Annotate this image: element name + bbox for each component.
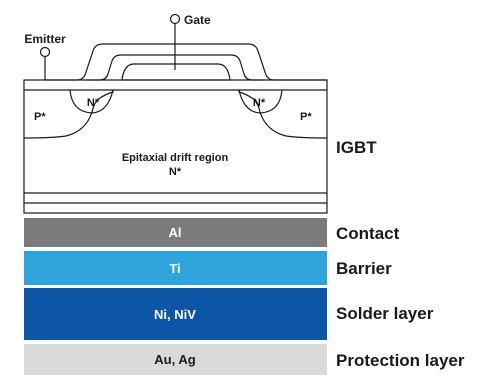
igbt-label: IGBT: [336, 138, 377, 157]
gate-oxide-outline: [86, 54, 265, 81]
metallization-stack: Al Contact Ti Barrier Ni, NiV Solder lay…: [24, 218, 465, 375]
layer-protection: Au, Ag Protection layer: [24, 344, 465, 375]
layer-barrier-role: Barrier: [336, 259, 392, 278]
layer-solder-role: Solder layer: [336, 304, 434, 323]
emitter-label: Emitter: [24, 32, 66, 46]
layer-protection-role: Protection layer: [336, 351, 465, 370]
layer-solder-material: Ni, NiV: [154, 307, 196, 322]
drift-doping-label: N*: [169, 166, 182, 178]
layer-contact-bar: [24, 218, 327, 247]
igbt-cross-section: [23, 13, 328, 214]
p-left-label: P*: [34, 111, 46, 123]
gate-electrode: [121, 63, 231, 81]
emitter-terminal-icon: [39, 46, 51, 58]
n-well-left: [69, 89, 114, 114]
emitter-metal-outline: [45, 43, 327, 81]
p-right-label: P*: [300, 111, 312, 123]
layer-barrier-material: Ti: [169, 261, 180, 276]
drift-region-label: Epitaxial drift region: [122, 152, 229, 164]
n-well-right: [238, 89, 283, 114]
n-right-label: N*: [253, 97, 266, 109]
substrate-box: [23, 79, 328, 214]
terminal-labels: Gate Emitter: [24, 13, 211, 46]
p-well-right: [238, 90, 328, 139]
layer-solder-bar: [24, 288, 327, 340]
layer-barrier-bar: [24, 251, 327, 285]
layer-contact-material: Al: [169, 225, 182, 240]
layer-solder: Ni, NiV Solder layer: [24, 288, 434, 340]
n-left-label: N*: [87, 97, 100, 109]
gate-terminal-icon: [169, 13, 181, 25]
layer-contact: Al Contact: [24, 218, 400, 247]
gate-label: Gate: [184, 13, 211, 27]
p-well-left: [23, 90, 114, 139]
layer-barrier: Ti Barrier: [24, 251, 392, 285]
layer-protection-material: Au, Ag: [154, 352, 195, 367]
layer-contact-role: Contact: [336, 224, 400, 243]
layer-protection-bar: [24, 344, 327, 375]
region-labels: P* N* N* P* Epitaxial drift region N*: [34, 97, 312, 178]
